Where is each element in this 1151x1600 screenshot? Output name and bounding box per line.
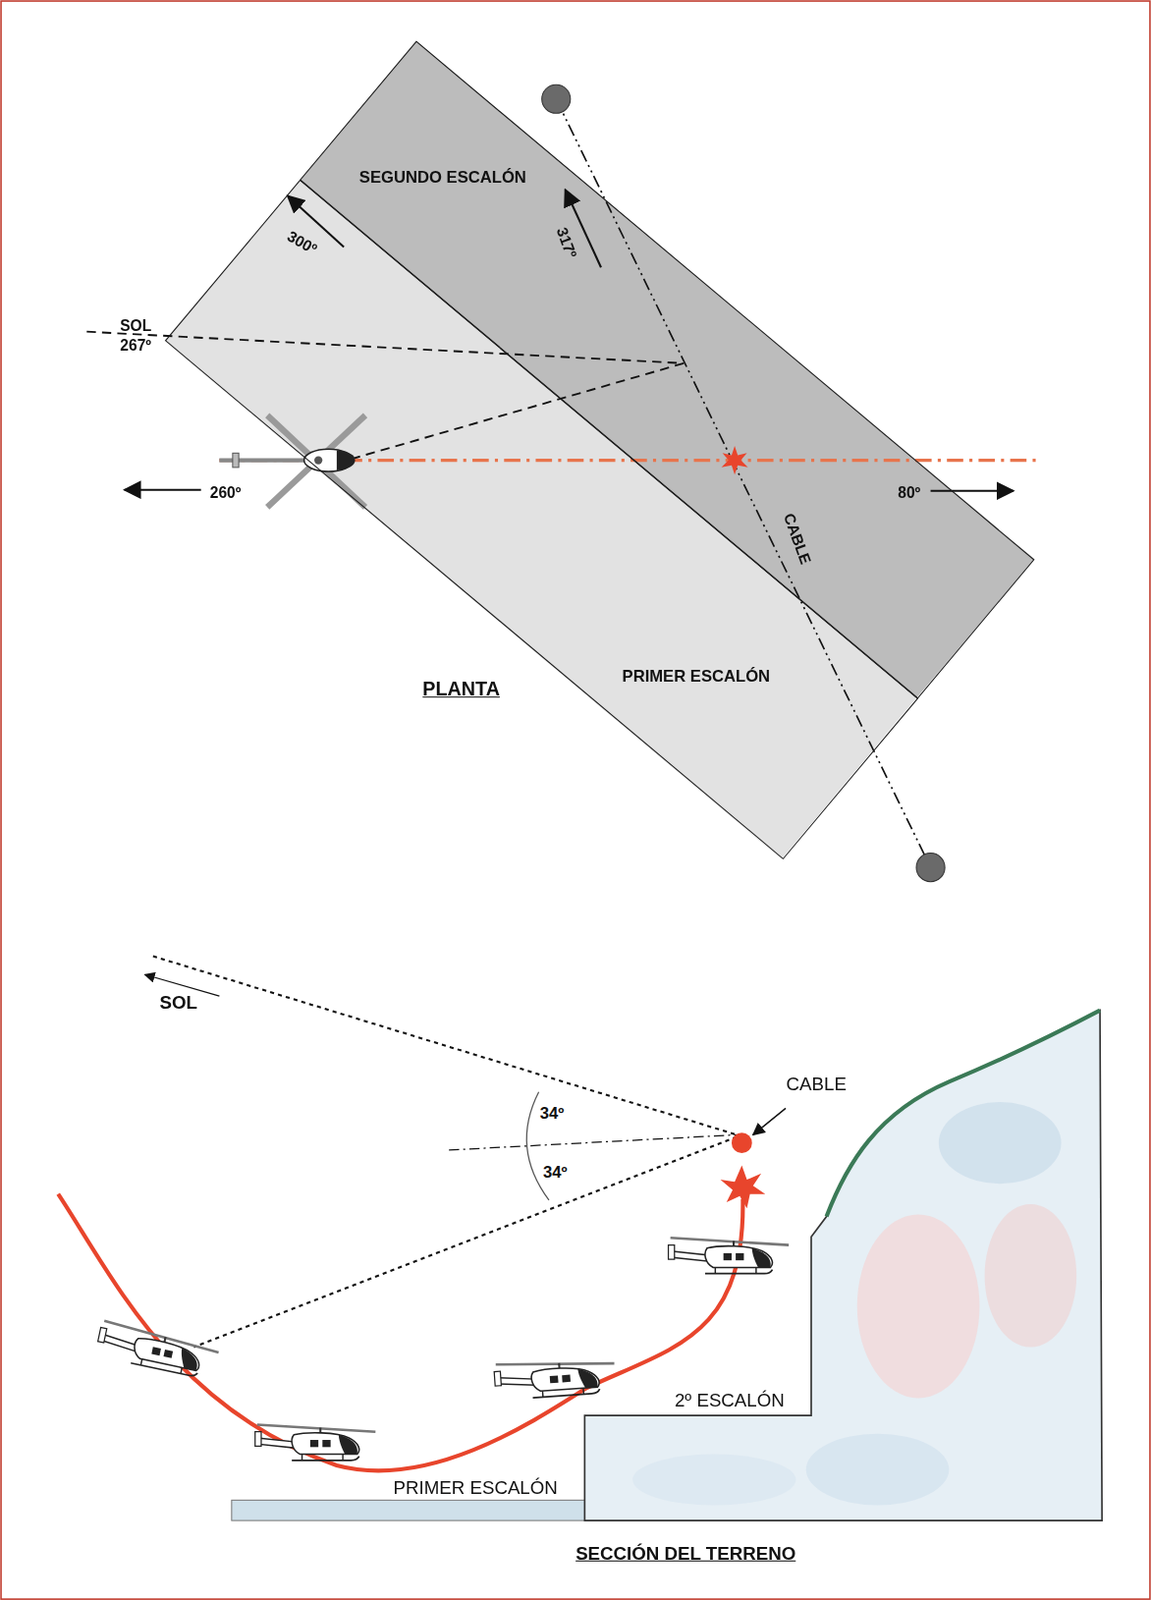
angle-label: 34º [541, 1163, 570, 1182]
bearing-label: 260º [210, 484, 242, 501]
sun-label: SOL [158, 992, 201, 1014]
bearing-label: 267º [119, 337, 152, 355]
terrain-label: 2º ESCALÓN [674, 1390, 785, 1412]
terrain-label: PRIMER ESCALÓN [390, 1479, 559, 1500]
sun-label: SOL [119, 318, 152, 335]
band-label: SEGUNDO ESCALÓN [359, 168, 527, 187]
angle-label: 34º [538, 1103, 567, 1122]
view-title: SECCIÓN DEL TERRENO [575, 1543, 796, 1565]
band-label: PRIMER ESCALÓN [621, 666, 770, 685]
view-title: PLANTA [422, 679, 500, 702]
bearing-label: 80º [897, 484, 921, 501]
helicopter-top [219, 415, 366, 508]
cable-label: CABLE [783, 1074, 848, 1096]
